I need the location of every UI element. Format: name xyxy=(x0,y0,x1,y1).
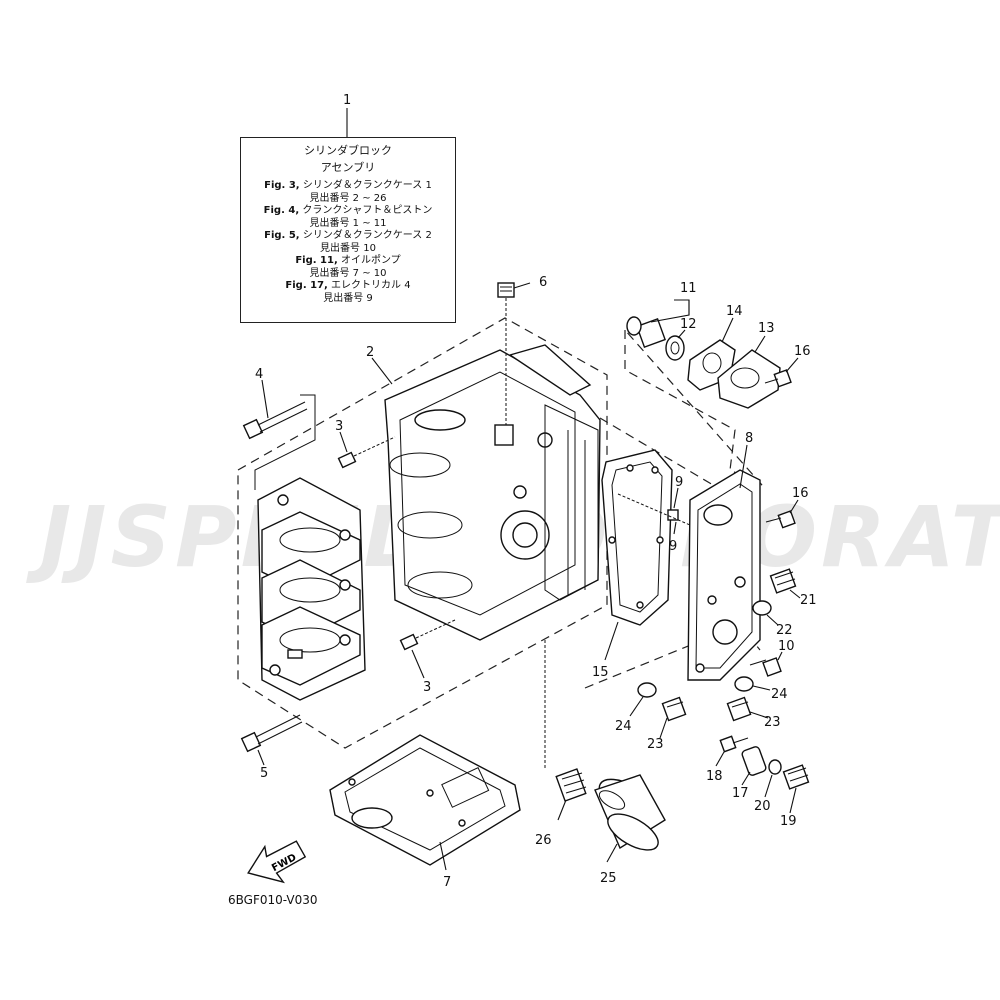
part-8-cover xyxy=(687,444,761,681)
callout-6: 6 xyxy=(539,275,547,290)
note-title-line1: シリンダブロック xyxy=(304,144,392,157)
callout-14: 14 xyxy=(726,304,743,319)
part-21-plug xyxy=(769,568,801,599)
callout-17: 17 xyxy=(732,786,749,801)
note-ref-range: 見出番号 2 ~ 26 xyxy=(309,192,387,204)
leader-2 xyxy=(371,357,393,385)
callout-12: 12 xyxy=(680,317,697,332)
callout-3-upper: 3 xyxy=(335,419,343,434)
note-ref-range: 見出番号 10 xyxy=(320,242,376,254)
note-ref-fig: Fig. 3, xyxy=(264,180,300,191)
part-6-fitting xyxy=(497,282,531,425)
assembly-outline-left xyxy=(237,317,608,749)
callout-7: 7 xyxy=(443,875,451,890)
assembly-outline-link xyxy=(599,417,736,499)
part-4-bolt xyxy=(242,379,316,490)
reference-note-box: シリンダブロック アセンブリ Fig. 3, シリンダ＆クランクケース 1 見出… xyxy=(240,137,456,323)
part-9-pin xyxy=(617,487,691,535)
callout-2: 2 xyxy=(366,345,374,360)
callout-9-lower: 9 xyxy=(669,539,677,554)
note-ref-1: Fig. 4, クランクシャフト＆ピストン 見出番号 1 ~ 11 xyxy=(241,205,455,230)
part-17-sleeve xyxy=(741,746,767,786)
callout-24-left: 24 xyxy=(615,719,632,734)
part-24-washer-right xyxy=(734,676,771,692)
part-3-dowel-lower xyxy=(399,619,456,679)
callout-11: 11 xyxy=(680,281,697,296)
part-22-washer xyxy=(752,600,779,626)
part-16-bolt-upper xyxy=(764,357,799,388)
part-25-oil-filter xyxy=(594,774,666,863)
part-20-washer xyxy=(764,759,782,798)
callout-1: 1 xyxy=(343,93,351,108)
note-ref-name: クランクシャフト＆ピストン xyxy=(302,205,433,216)
note-ref-2: Fig. 5, シリンダ＆クランクケース 2 見出番号 10 xyxy=(241,230,455,255)
callout-23-right: 23 xyxy=(764,715,781,730)
note-ref-range: 見出番号 7 ~ 10 xyxy=(309,267,387,279)
note-ref-name: オイルポンプ xyxy=(340,255,401,266)
callout-3-lower: 3 xyxy=(423,680,431,695)
callout-15: 15 xyxy=(592,665,609,680)
note-ref-fig: Fig. 4, xyxy=(263,205,300,216)
callout-24-right: 24 xyxy=(771,687,788,702)
fwd-arrow-icon: FWD xyxy=(247,840,307,884)
cylinder-block xyxy=(257,477,366,701)
callout-21: 21 xyxy=(800,593,817,608)
part-13-housing xyxy=(717,335,781,409)
callout-22: 22 xyxy=(776,623,793,638)
assembly-outline-right xyxy=(624,328,763,486)
callout-4: 4 xyxy=(255,367,263,382)
part-12-gasket xyxy=(665,329,686,361)
note-ref-range: 見出番号 9 xyxy=(323,292,373,304)
part-16-bolt-lower xyxy=(765,499,799,529)
note-ref-fig: Fig. 17, xyxy=(285,280,328,291)
callout-16-lower: 16 xyxy=(792,486,809,501)
callout-9-upper: 9 xyxy=(675,475,683,490)
note-ref-name: シリンダ＆クランクケース 1 xyxy=(302,180,432,191)
note-title-line2: アセンブリ xyxy=(320,161,376,174)
note-ref-name: シリンダ＆クランクケース 2 xyxy=(302,230,432,241)
callout-13: 13 xyxy=(758,321,775,336)
part-7-gasket xyxy=(329,734,521,871)
part-23-plug-left xyxy=(659,696,687,739)
callout-8: 8 xyxy=(745,431,753,446)
callout-18: 18 xyxy=(706,769,723,784)
part-10-bolt xyxy=(749,651,783,677)
part-18-bolt xyxy=(715,735,749,767)
callout-5: 5 xyxy=(260,766,268,781)
note-ref-3: Fig. 11, オイルポンプ 見出番号 7 ~ 10 xyxy=(241,255,455,280)
callout-26: 26 xyxy=(535,833,552,848)
callout-19: 19 xyxy=(780,814,797,829)
note-ref-4: Fig. 17, エレクトリカル 4 見出番号 9 xyxy=(241,280,455,305)
callout-20: 20 xyxy=(754,799,771,814)
part-24-washer-left xyxy=(629,682,657,717)
part-15-gasket xyxy=(601,449,673,661)
note-ref-range: 見出番号 1 ~ 11 xyxy=(309,217,387,229)
callout-23-left: 23 xyxy=(647,737,664,752)
crankcase xyxy=(384,344,601,641)
part-5-bolt xyxy=(240,714,303,766)
note-ref-fig: Fig. 11, xyxy=(295,255,338,266)
note-ref-0: Fig. 3, シリンダ＆クランクケース 1 見出番号 2 ~ 26 xyxy=(241,180,455,205)
part-19-plug xyxy=(782,764,810,814)
callout-16-upper: 16 xyxy=(794,344,811,359)
diagram-code: 6BGF010-V030 xyxy=(228,893,318,907)
part-3-dowel-upper xyxy=(337,431,396,469)
note-ref-name: エレクトリカル 4 xyxy=(331,280,411,291)
part-11-thermostat xyxy=(626,299,690,348)
callout-25: 25 xyxy=(600,871,617,886)
note-ref-fig: Fig. 5, xyxy=(264,230,300,241)
part-26-fitting xyxy=(544,640,587,821)
callout-10: 10 xyxy=(778,639,795,654)
part-23-plug-right xyxy=(726,696,769,722)
